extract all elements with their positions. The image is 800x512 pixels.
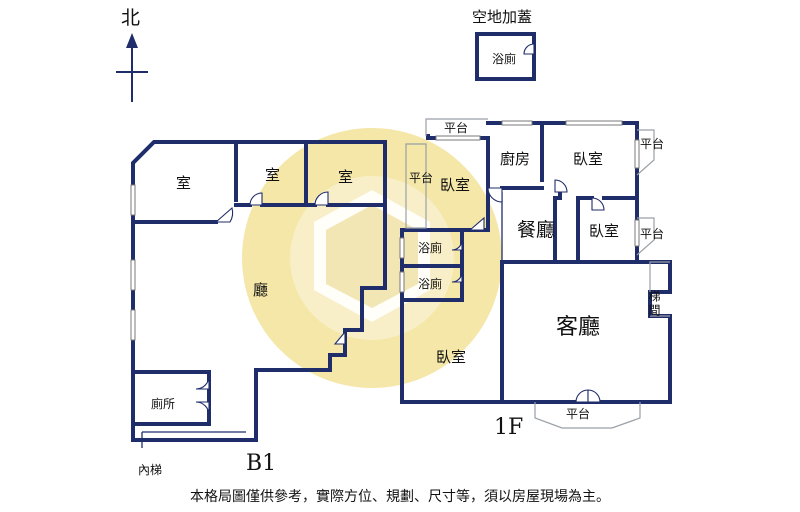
1f-bath-2-label: 浴廁 — [418, 276, 442, 291]
b1-inner-stair-label: 內梯 — [138, 463, 162, 477]
1f-balcony-left-label: 平台 — [409, 170, 433, 185]
b1-windows — [130, 184, 136, 341]
b1-door-icons — [195, 191, 346, 416]
1f-balcony-bottom-label: 平台 — [566, 406, 590, 421]
1f-windows — [399, 120, 640, 293]
rooftop-title: 空地加蓋 — [472, 8, 532, 26]
1f-bedroom-c-label: 臥室 — [589, 222, 619, 240]
1f-bedroom-b-label: 臥室 — [573, 150, 603, 168]
1f-living-label: 客廳 — [556, 315, 600, 340]
disclaimer-note: 本格局圖僅供參考，實際方位、規劃、尺寸等，須以房屋現場為主。 — [190, 489, 610, 505]
b1-room-mid-label: 室 — [265, 166, 280, 184]
1f-balcony-right-mid-label: 平台 — [640, 226, 664, 241]
1f-kitchen-label: 廚房 — [500, 150, 530, 168]
1f-balconies-outline — [405, 118, 670, 429]
rooftop-bath-walls — [475, 32, 536, 81]
1f-bath-1-label: 浴廁 — [418, 240, 442, 255]
1f-door-icons — [451, 179, 605, 403]
b1-toilet-label: 廁所 — [151, 396, 175, 411]
b1-room-right-label: 室 — [338, 168, 353, 186]
1f-balcony-right-top-label: 平台 — [640, 136, 664, 151]
1f-bedroom-a-label: 臥室 — [440, 176, 470, 194]
b1-room-left-label: 室 — [176, 174, 191, 192]
compass-north-arrow — [116, 33, 148, 102]
1f-stair-label: 梯間 — [647, 290, 661, 318]
1f-dining-label: 餐廳 — [517, 219, 555, 241]
rooftop-bath-label: 浴廁 — [492, 51, 516, 66]
b1-level-label: B1 — [246, 451, 276, 476]
compass-north-label: 北 — [121, 7, 140, 29]
1f-level-label: 1F — [494, 415, 523, 440]
rooftop-door-icon — [523, 43, 535, 55]
1f-bedroom-d-label: 臥室 — [436, 348, 466, 366]
b1-hall-label: 廳 — [253, 281, 268, 299]
1f-balcony-top-label: 平台 — [444, 120, 468, 135]
b1-walls — [131, 140, 387, 448]
